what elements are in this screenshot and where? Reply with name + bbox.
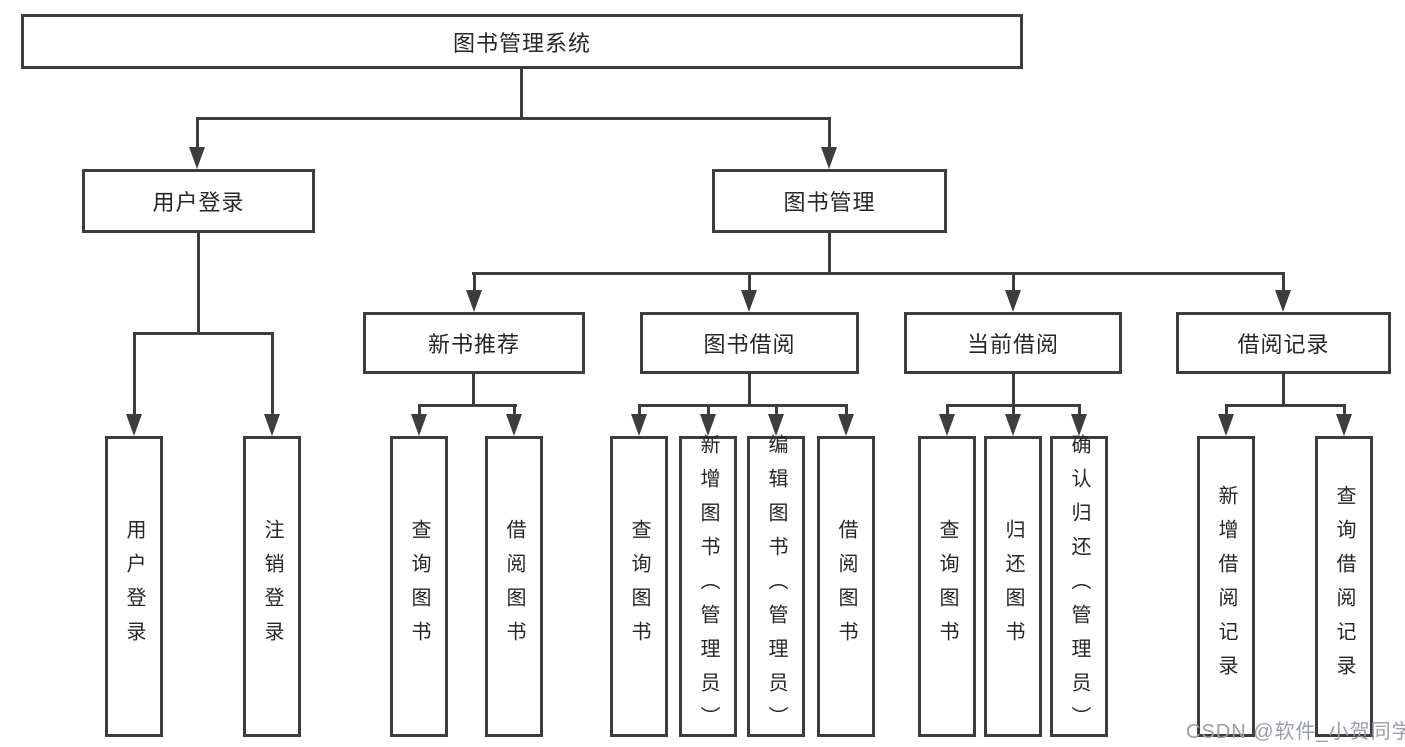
leaf-query-books-borrowing: 查询图书: [610, 436, 668, 737]
connector-horizontal: [418, 404, 517, 407]
leaf-user-login: 用户登录: [105, 436, 163, 737]
connector-stem-leaf: [1012, 404, 1015, 417]
leaf-label: 借阅图书: [503, 518, 525, 655]
leaf-add-borrow-record: 新增借阅记录: [1197, 436, 1255, 737]
arrow-down-icon: [189, 147, 205, 169]
node-library-management-system: 图书管理系统: [21, 14, 1023, 69]
connector-root-vertical: [520, 69, 523, 119]
arrow-down-icon: [1218, 414, 1234, 436]
arrow-down-icon: [1005, 290, 1021, 312]
node-label: 图书管理: [783, 190, 876, 215]
csdn-watermark: CSDN @软件_小贺同学: [1186, 721, 1405, 743]
node-label: 图书借阅: [703, 332, 796, 357]
node-new-book-recommend: 新书推荐: [363, 312, 585, 374]
connector-stem-level3: [473, 272, 476, 294]
leaf-label: 确认归还（管理员）: [1068, 433, 1090, 740]
connector-user-login-vertical: [197, 233, 200, 335]
arrow-down-icon: [1275, 290, 1291, 312]
arrow-down-icon: [939, 414, 955, 436]
arrow-down-icon: [466, 290, 482, 312]
leaf-label: 查询图书: [936, 518, 958, 655]
connector-stem-leaf: [775, 404, 778, 417]
connector-user-login-horizontal: [133, 332, 274, 335]
node-book-borrowing: 图书借阅: [640, 312, 859, 374]
leaf-label: 注销登录: [261, 518, 283, 655]
arrow-down-icon: [264, 414, 280, 436]
arrow-down-icon: [1336, 414, 1352, 436]
connector-stem-leaf: [1225, 404, 1228, 417]
leaf-label: 查询图书: [628, 518, 650, 655]
leaf-return-books: 归还图书: [984, 436, 1042, 737]
leaf-label: 查询借阅记录: [1333, 484, 1355, 689]
node-label: 用户登录: [152, 190, 245, 215]
connector-vertical: [748, 374, 751, 407]
connector-stem-leaf: [1078, 404, 1081, 417]
leaf-borrow-books-recommend: 借阅图书: [485, 436, 543, 737]
connector-horizontal: [638, 404, 848, 407]
connector-stem-level3: [1282, 272, 1285, 294]
node-current-borrowing: 当前借阅: [904, 312, 1122, 374]
arrow-down-icon: [631, 414, 647, 436]
leaf-query-books-current: 查询图书: [918, 436, 976, 737]
arrow-down-icon: [700, 414, 716, 436]
node-label: 当前借阅: [966, 332, 1059, 357]
leaf-label: 编辑图书（管理员）: [765, 433, 787, 740]
connector-stem-level3: [1012, 272, 1015, 294]
connector-stem-leaf: [513, 404, 516, 417]
connector-stem-book-management: [828, 117, 831, 149]
connector-stem-leaf: [707, 404, 710, 417]
node-user-login: 用户登录: [82, 169, 315, 233]
leaf-label: 新增图书（管理员）: [697, 433, 719, 740]
node-book-management: 图书管理: [712, 169, 947, 233]
arrow-down-icon: [838, 414, 854, 436]
connector-root-horizontal: [197, 117, 831, 120]
node-label: 借阅记录: [1237, 332, 1330, 357]
connector-stem-leaf: [946, 404, 949, 417]
leaf-confirm-return-admin: 确认归还（管理员）: [1050, 433, 1108, 740]
leaf-label: 用户登录: [123, 518, 145, 655]
node-label: 图书管理系统: [452, 30, 591, 56]
arrow-down-icon: [506, 414, 522, 436]
connector-stem-leaf: [638, 404, 641, 417]
connector-vertical: [1282, 374, 1285, 407]
arrow-down-icon: [1005, 414, 1021, 436]
leaf-label: 新增借阅记录: [1215, 484, 1237, 689]
arrow-down-icon: [1071, 414, 1087, 436]
leaf-borrow-books: 借阅图书: [817, 436, 875, 737]
leaf-query-books-recommend: 查询图书: [390, 436, 448, 737]
connector-stem-leaf: [418, 404, 421, 417]
arrow-down-icon: [126, 414, 142, 436]
connector-stem-leaf: [845, 404, 848, 417]
leaf-query-borrow-record: 查询借阅记录: [1315, 436, 1373, 737]
node-borrowing-records: 借阅记录: [1176, 312, 1391, 374]
connector-stem-leaf: [133, 332, 136, 418]
connector-vertical: [472, 374, 475, 407]
leaf-logout: 注销登录: [243, 436, 301, 737]
leaf-add-books-admin: 新增图书（管理员）: [679, 433, 737, 740]
leaf-label: 借阅图书: [835, 518, 857, 655]
connector-stem-level3: [748, 272, 751, 294]
arrow-down-icon: [741, 290, 757, 312]
connector-book-management-horizontal: [472, 272, 1284, 275]
connector-stem-leaf: [1343, 404, 1346, 417]
connector-horizontal: [1225, 404, 1345, 407]
connector-book-management-vertical: [828, 233, 831, 275]
connector-stem-user-login: [196, 117, 199, 149]
leaf-label: 查询图书: [408, 518, 430, 655]
arrow-down-icon: [821, 147, 837, 169]
arrow-down-icon: [768, 414, 784, 436]
connector-vertical: [1012, 374, 1015, 407]
node-label: 新书推荐: [427, 332, 520, 357]
arrow-down-icon: [411, 414, 427, 436]
leaf-label: 归还图书: [1002, 518, 1024, 655]
connector-stem-leaf: [271, 332, 274, 418]
leaf-edit-books-admin: 编辑图书（管理员）: [747, 433, 805, 740]
